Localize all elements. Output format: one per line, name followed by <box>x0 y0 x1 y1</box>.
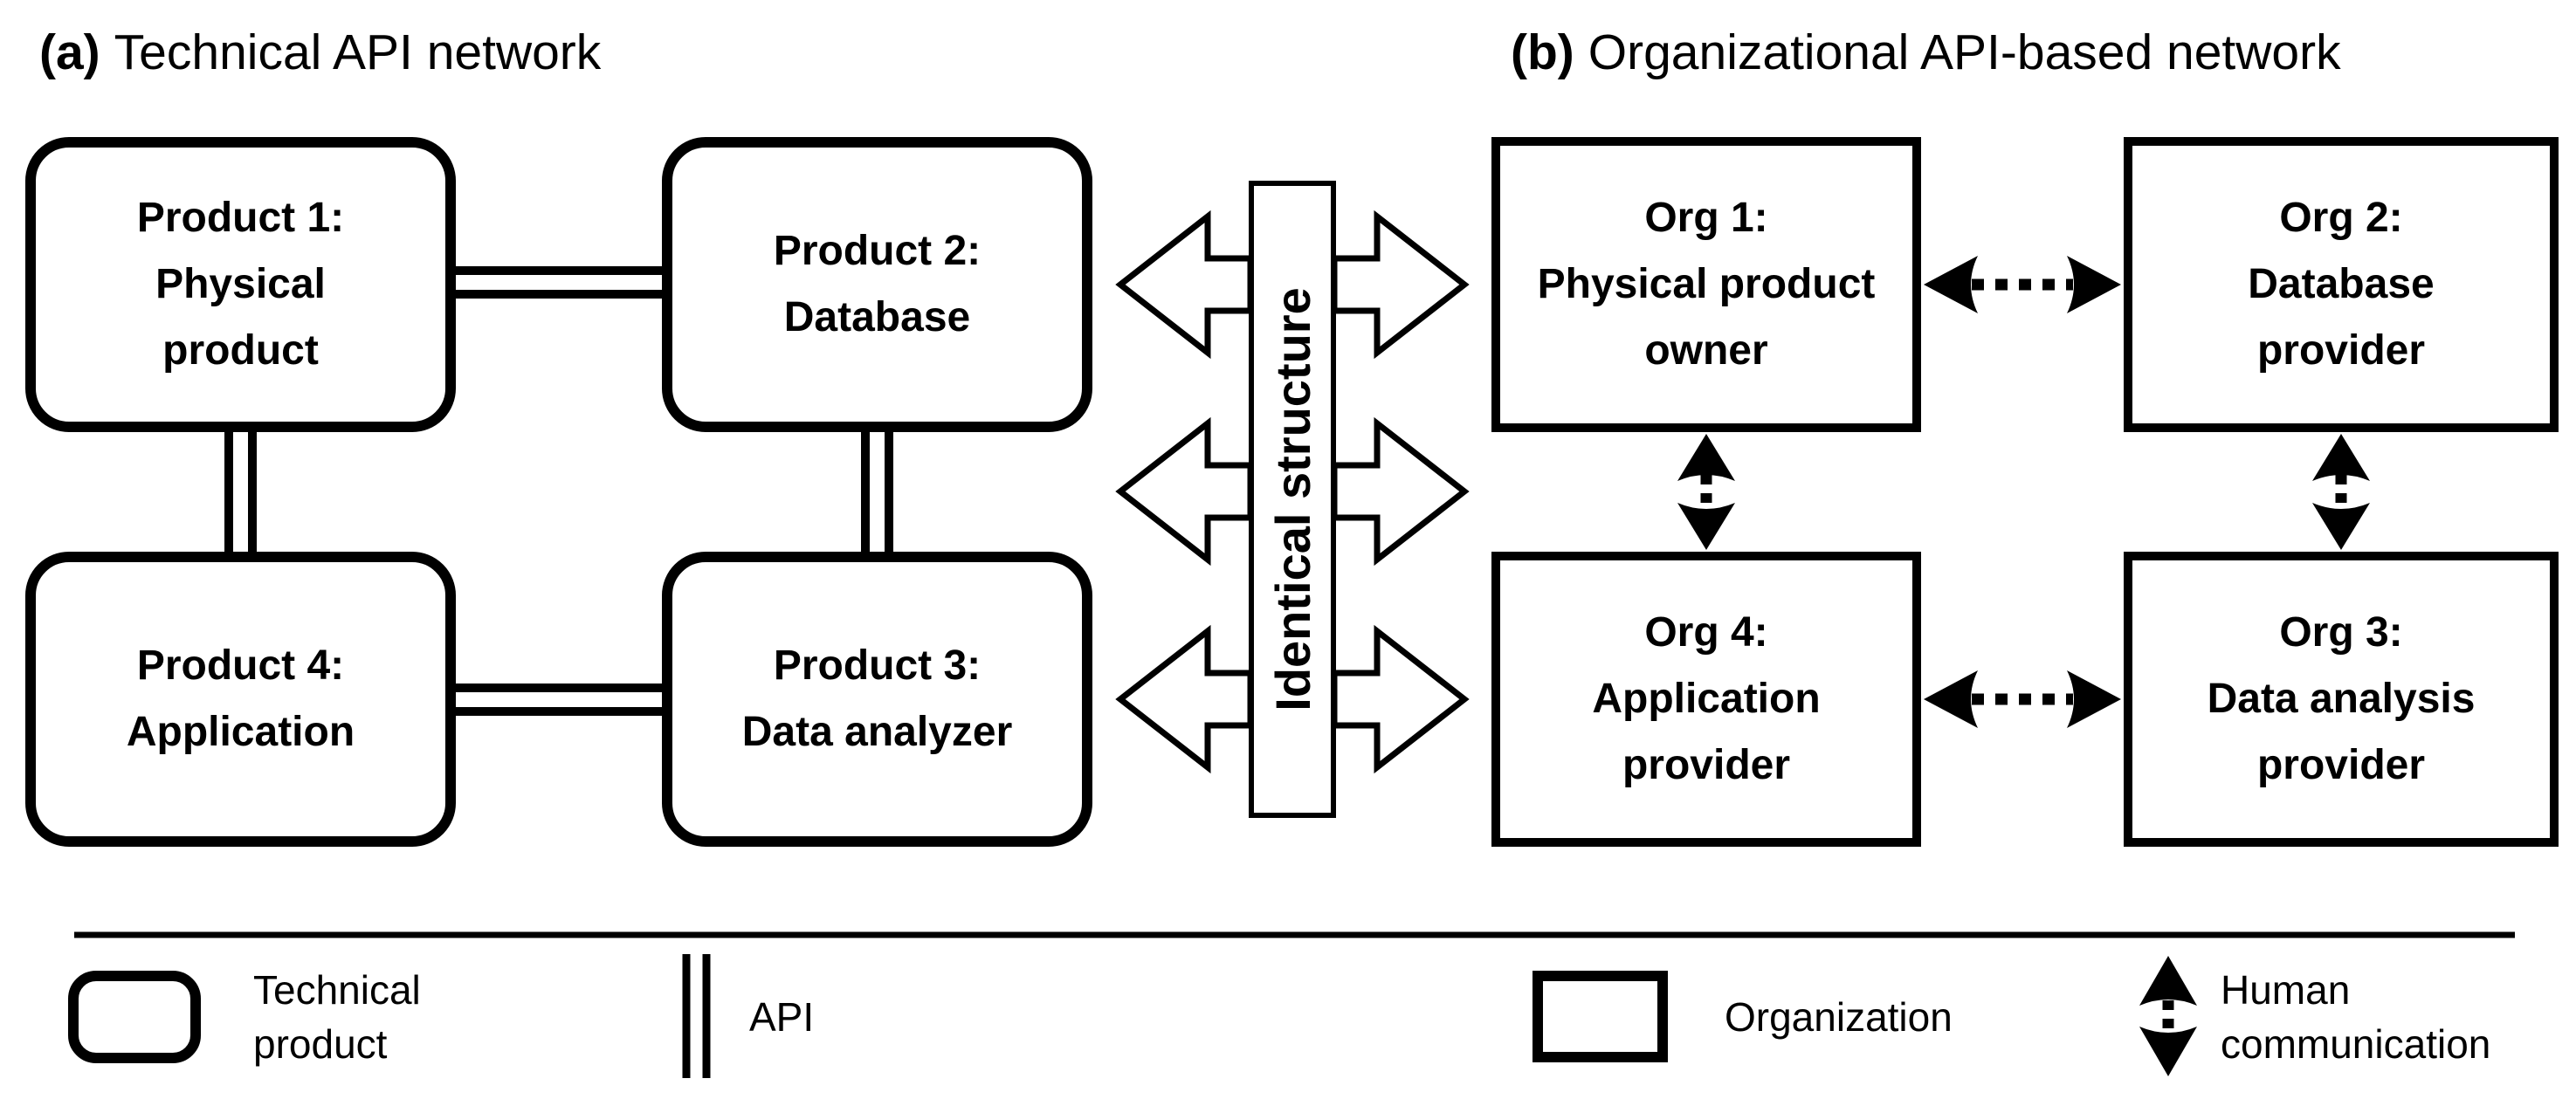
box-org-1-line: owner <box>1644 327 1768 374</box>
box-product-1-line: Product 1: <box>136 195 345 241</box>
panel-a-title-text: Technical API network <box>114 24 602 80</box>
legend-technical-product-line: product <box>253 1021 388 1067</box>
box-product-4: Product 4: Application <box>25 552 456 847</box>
box-org-1-line: Org 1: <box>1644 195 1768 241</box>
box-org-3-line: Data analysis <box>2207 676 2476 722</box>
human-comm-arrow-org1-org4 <box>1677 434 1735 550</box>
box-org-3: Org 3: Data analysis provider <box>2124 552 2559 847</box>
legend-organization: Organization <box>1725 994 1953 1040</box>
identical-structure-banner <box>1249 181 1336 818</box>
box-org-1-line: Physical product <box>1537 261 1876 307</box>
box-product-3-line: Product 3: <box>773 642 981 689</box>
api-connector-p2-p3 <box>861 428 893 556</box>
box-product-4-line: Product 4: <box>136 642 345 689</box>
legend-human-communication-line: Human <box>2221 967 2351 1013</box>
identical-structure-arrows <box>1115 210 1470 774</box>
identical-structure-label: Identical structure <box>1264 287 1320 711</box>
technical-product-icon <box>68 971 201 1063</box>
box-org-2: Org 2: Database provider <box>2124 137 2559 432</box>
legend-api: API <box>749 994 815 1040</box>
box-org-4-line: provider <box>1622 742 1791 788</box>
box-product-3: Product 3: Data analyzer <box>662 552 1092 847</box>
api-connector-p1-p4 <box>224 428 257 556</box>
panel-a-label: (a) <box>39 24 100 80</box>
api-connector-p1-p2 <box>451 266 666 299</box>
box-product-2-line: Product 2: <box>773 228 981 274</box>
box-product-3-line: Data analyzer <box>741 709 1013 755</box>
api-icon <box>682 954 711 1078</box>
box-product-2-line: Database <box>783 294 971 340</box>
legend-human-communication-line: communication <box>2221 1021 2491 1067</box>
legend-technical-product: Technical product <box>253 963 421 1071</box>
box-org-2-line: provider <box>2256 327 2426 374</box>
box-org-1: Org 1: Physical product owner <box>1491 137 1921 432</box>
box-org-2-line: Database <box>2248 261 2435 307</box>
human-comm-arrow-org1-org2 <box>1924 256 2121 313</box>
box-product-1-line: product <box>162 327 319 374</box>
legend-human-communication: Human communication <box>2221 963 2490 1071</box>
organization-icon <box>1533 971 1668 1062</box>
box-org-4: Org 4: Application provider <box>1491 552 1921 847</box>
api-connector-p4-p3 <box>451 684 666 716</box>
legend-technical-product-line: Technical <box>253 967 421 1013</box>
box-org-4-line: Org 4: <box>1644 609 1768 656</box>
box-org-3-line: provider <box>2256 742 2426 788</box>
box-org-3-line: Org 3: <box>2279 609 2403 656</box>
box-product-4-line: Application <box>126 709 355 755</box>
human-comm-arrow-org2-org3 <box>2312 434 2370 550</box>
human-communication-icon <box>2139 956 2197 1076</box>
panel-a-title: (a)Technical API network <box>39 24 601 80</box>
box-product-1: Product 1: Physical product <box>25 137 456 432</box>
panel-b-title: (b)Organizational API-based network <box>1511 24 2341 80</box>
human-comm-arrow-org4-org3 <box>1924 670 2121 728</box>
box-org-2-line: Org 2: <box>2279 195 2403 241</box>
panel-b-title-text: Organizational API-based network <box>1588 24 2341 80</box>
box-product-2: Product 2: Database <box>662 137 1092 432</box>
box-product-1-line: Physical <box>155 261 326 307</box>
panel-b-label: (b) <box>1511 24 1574 80</box>
box-org-4-line: Application <box>1592 676 1821 722</box>
